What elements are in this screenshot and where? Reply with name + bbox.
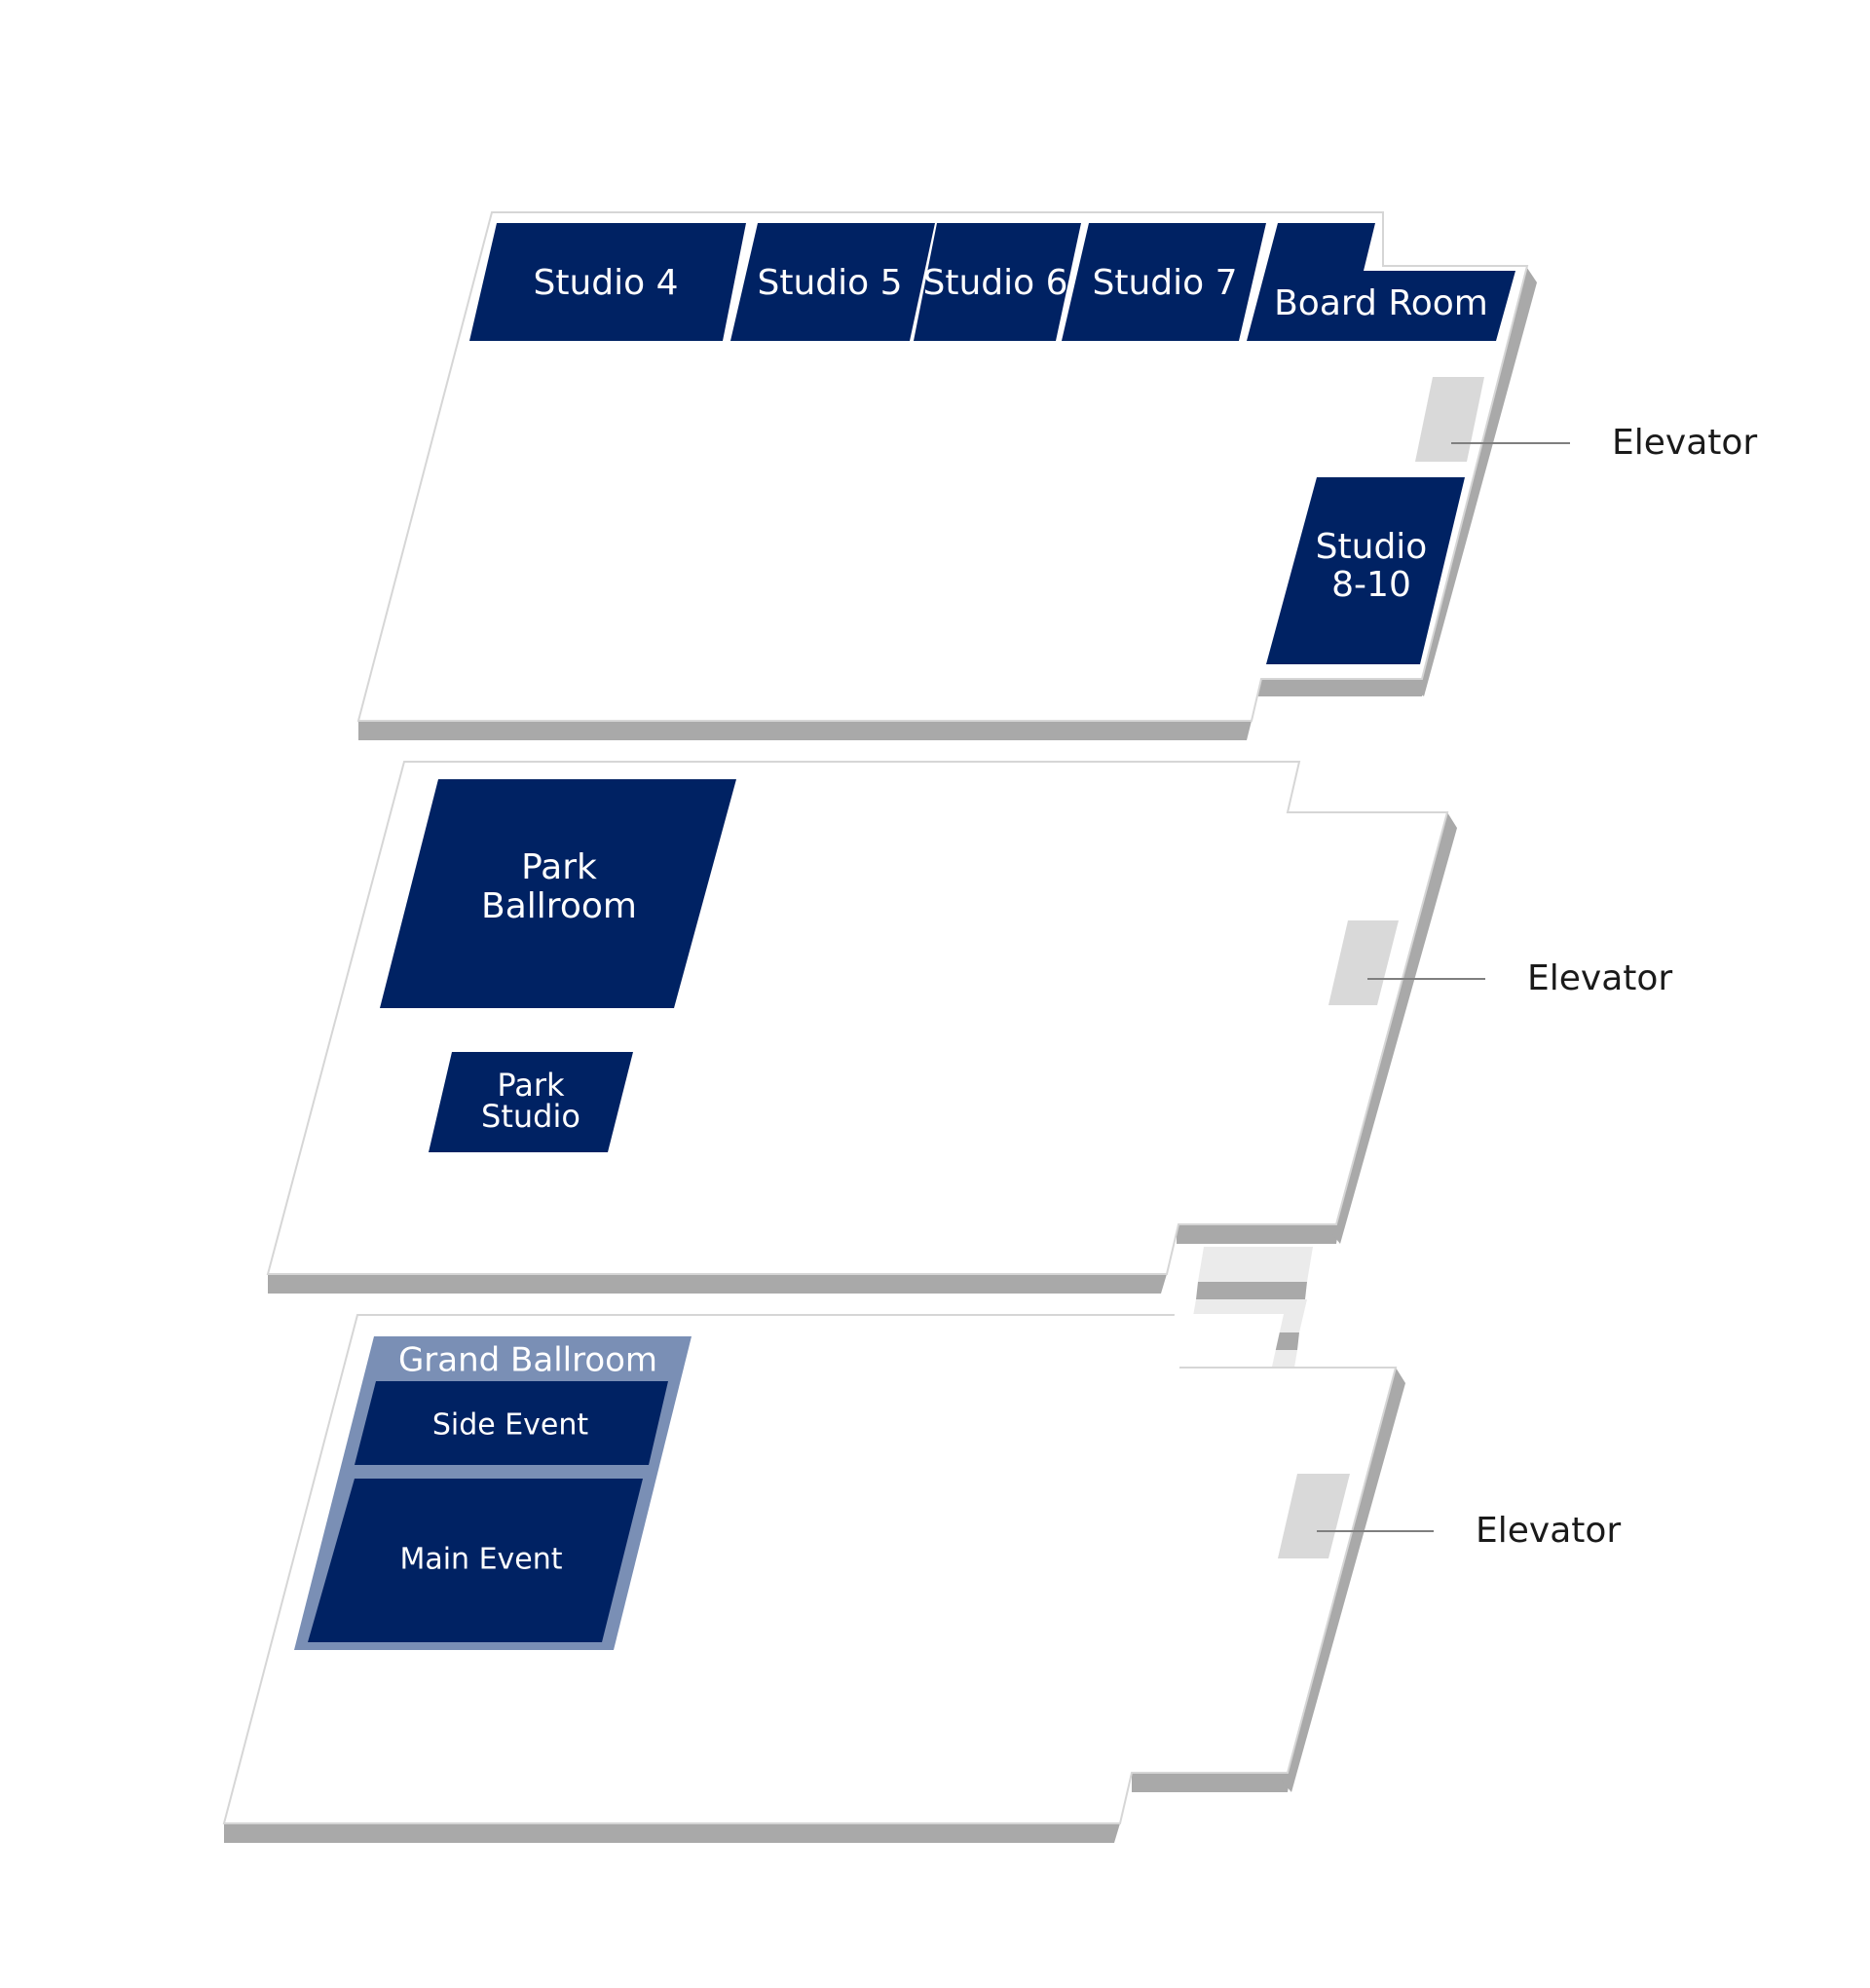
floor-bottom-stair-gap bbox=[1169, 1314, 1284, 1367]
room-label-studio-4: Studio 4 bbox=[533, 263, 678, 303]
room-label-studio-5: Studio 5 bbox=[757, 263, 902, 303]
room-main-event[interactable] bbox=[308, 1479, 643, 1642]
room-studio-8-10[interactable] bbox=[1266, 477, 1465, 664]
room-studio-7[interactable] bbox=[1062, 223, 1266, 341]
room-studio-4[interactable] bbox=[469, 223, 746, 341]
room-label-studio-8-10-line2: 8-10 bbox=[1331, 565, 1411, 605]
room-side-event[interactable] bbox=[355, 1381, 668, 1465]
room-label-grand-ballroom: Grand Ballroom bbox=[398, 1341, 657, 1380]
room-label-studio-6: Studio 6 bbox=[922, 263, 1067, 303]
room-label-board-room: Board Room bbox=[1274, 283, 1488, 323]
floor-top: Studio 4 Studio 5 Studio 6 Studio 7 Boar… bbox=[356, 211, 1757, 740]
floor-bottom-edge-bottom bbox=[224, 1823, 1120, 1843]
floor-bottom-edge-step bbox=[1132, 1773, 1290, 1792]
floor-top-edge-bottom bbox=[358, 721, 1252, 740]
room-label-park-ballroom-line2: Ballroom bbox=[481, 886, 637, 926]
elevator-bottom[interactable] bbox=[1278, 1474, 1350, 1558]
room-label-park-studio-line1: Park bbox=[497, 1067, 565, 1104]
floor-middle-edge-bottom bbox=[268, 1274, 1167, 1294]
floor-bottom: Grand Ballroom Side Event Main Event Ele… bbox=[222, 1314, 1621, 1843]
room-studio-5[interactable] bbox=[730, 223, 935, 341]
stair-riser-1 bbox=[1196, 1282, 1307, 1299]
room-label-main-event: Main Event bbox=[399, 1543, 562, 1577]
room-park-ballroom[interactable] bbox=[380, 779, 736, 1008]
room-label-park-ballroom-line1: Park bbox=[521, 847, 597, 887]
elevator-bottom-label: Elevator bbox=[1476, 1511, 1621, 1551]
room-label-studio-8-10-line1: Studio bbox=[1316, 527, 1428, 567]
stair-tread-1 bbox=[1198, 1247, 1313, 1282]
room-label-side-event: Side Event bbox=[432, 1408, 589, 1443]
elevator-top-label: Elevator bbox=[1612, 423, 1757, 463]
elevator-middle[interactable] bbox=[1328, 920, 1399, 1005]
room-studio-6[interactable] bbox=[914, 223, 1081, 341]
floor-top-edge-step bbox=[1258, 679, 1427, 696]
floor-middle-edge-step bbox=[1177, 1224, 1339, 1244]
room-label-studio-7: Studio 7 bbox=[1092, 263, 1237, 303]
elevator-top[interactable] bbox=[1415, 377, 1484, 462]
room-label-park-studio-line2: Studio bbox=[481, 1098, 580, 1135]
room-park-studio[interactable] bbox=[429, 1052, 633, 1152]
elevator-middle-label: Elevator bbox=[1527, 958, 1672, 998]
room-board-room[interactable] bbox=[1247, 223, 1515, 341]
floor-middle: Park Ballroom Park Studio Elevator bbox=[266, 761, 1672, 1294]
